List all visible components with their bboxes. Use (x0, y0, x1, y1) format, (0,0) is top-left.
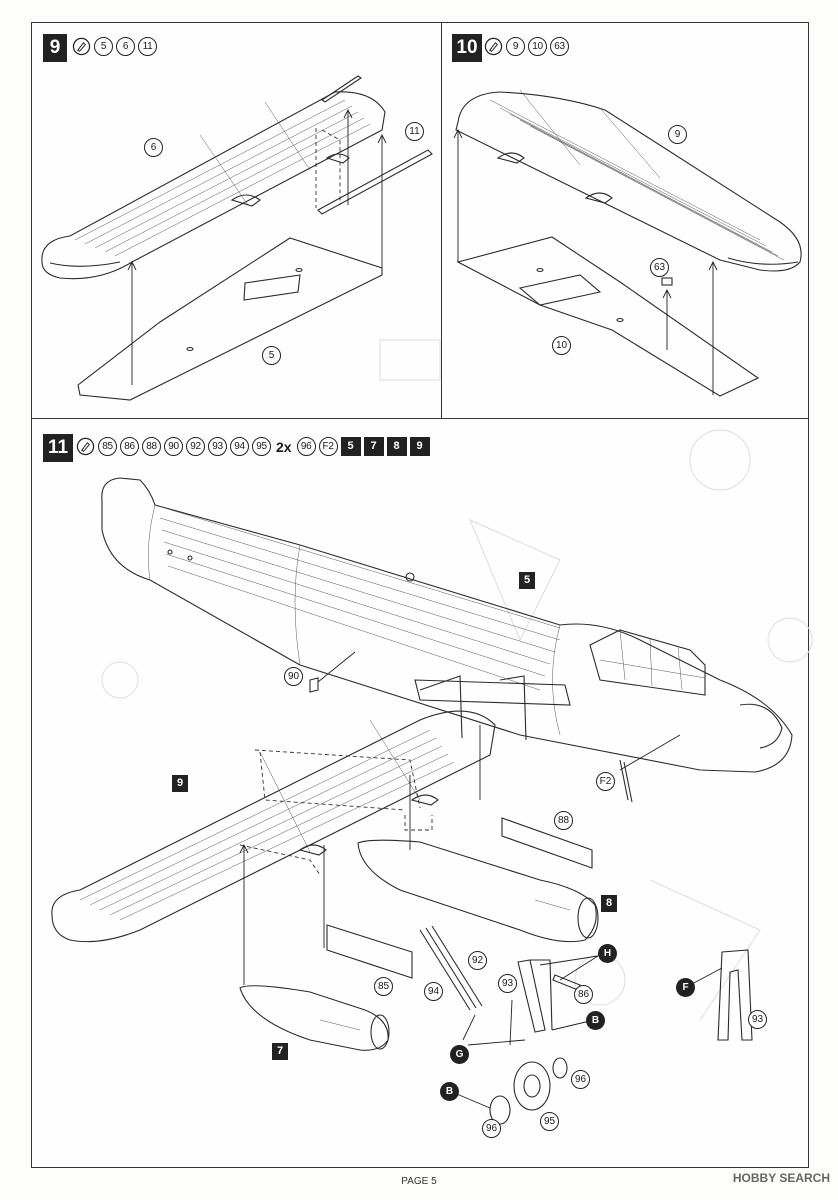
part-callout: 96 (571, 1070, 590, 1089)
part-callout: 63 (650, 258, 669, 277)
part-callout: 93 (498, 974, 517, 993)
part-callout: 88 (554, 811, 573, 830)
part-callout: 9 (668, 125, 687, 144)
part-callout: 94 (424, 982, 443, 1001)
part-ref: 9 (506, 37, 525, 56)
part-ref: 96 (296, 437, 316, 456)
part-ref: 94 (230, 437, 249, 456)
part-callout: 6 (144, 138, 163, 157)
part-ref: 63 (550, 37, 569, 56)
part-ref: 5 (94, 37, 113, 56)
part-callout: 85 (374, 977, 393, 996)
step-10-number: 10 (452, 34, 482, 62)
step-10-panel (441, 22, 809, 419)
part-ref: 6 (116, 37, 135, 56)
watermark: HOBBY SEARCH (732, 1171, 830, 1185)
part-callout: 86 (574, 985, 593, 1004)
step-9-rod (317, 75, 433, 215)
step-11-gear (309, 677, 753, 1125)
step-10-wing-upper (455, 89, 802, 272)
subassembly-ref: 7 (363, 437, 384, 456)
subassembly-tag: 9 (172, 775, 188, 792)
glue-icon (72, 37, 91, 56)
subassembly-ref: 5 (340, 437, 361, 456)
part-callout: 93 (748, 1010, 767, 1029)
part-ref: 88 (142, 437, 161, 456)
part-callout: 95 (540, 1112, 559, 1131)
page-number: PAGE 5 (401, 1176, 437, 1187)
subassembly-tag: 5 (519, 572, 535, 589)
part-callout: 11 (405, 122, 424, 141)
paint-marker: H (598, 944, 617, 963)
step-11-nacelle-left (239, 924, 413, 1051)
part-callout: 10 (552, 336, 571, 355)
part-ref: 86 (120, 437, 139, 456)
step-10-wing-lower (456, 236, 760, 397)
step-11-fuselage (101, 477, 793, 773)
step-11-parts: 85 86 88 90 92 93 94 95 2x 96 F2 5 7 8 9 (76, 437, 430, 456)
subassembly-tag: 8 (601, 895, 617, 912)
paint-marker: G (450, 1045, 469, 1064)
part-ref: 95 (252, 437, 271, 456)
glue-icon (484, 37, 503, 56)
multiplier: 2x (276, 438, 292, 455)
paint-marker: B (586, 1011, 605, 1030)
step-9-wing-upper (41, 91, 386, 280)
subassembly-ref: 9 (409, 437, 430, 456)
glue-icon (76, 437, 95, 456)
part-callout: 5 (262, 346, 281, 365)
step-11-nacelle-right (357, 817, 599, 943)
part-ref: 90 (164, 437, 183, 456)
step-11-number: 11 (43, 434, 73, 462)
part-ref: 85 (98, 437, 117, 456)
paint-marker: F (676, 978, 695, 997)
part-ref: 93 (208, 437, 227, 456)
part-callout: 92 (468, 951, 487, 970)
paint-marker: B (440, 1082, 459, 1101)
part-callout: 90 (284, 667, 303, 686)
step-11-panel (31, 418, 809, 1168)
part-ref: F2 (318, 437, 338, 456)
part-callout: 96 (482, 1119, 501, 1138)
step-11-wing (51, 675, 571, 943)
part-ref: 11 (138, 37, 157, 56)
step-9-number: 9 (43, 34, 67, 62)
part-ref: 10 (528, 37, 547, 56)
subassembly-tag: 7 (272, 1043, 288, 1060)
part-ref: 92 (186, 437, 205, 456)
subassembly-ref: 8 (386, 437, 407, 456)
part-callout: F2 (596, 772, 615, 791)
step-9-parts: 5 6 11 (72, 37, 157, 56)
step-9-wing-lower (77, 237, 383, 401)
step-10-parts: 9 10 63 (484, 37, 569, 56)
